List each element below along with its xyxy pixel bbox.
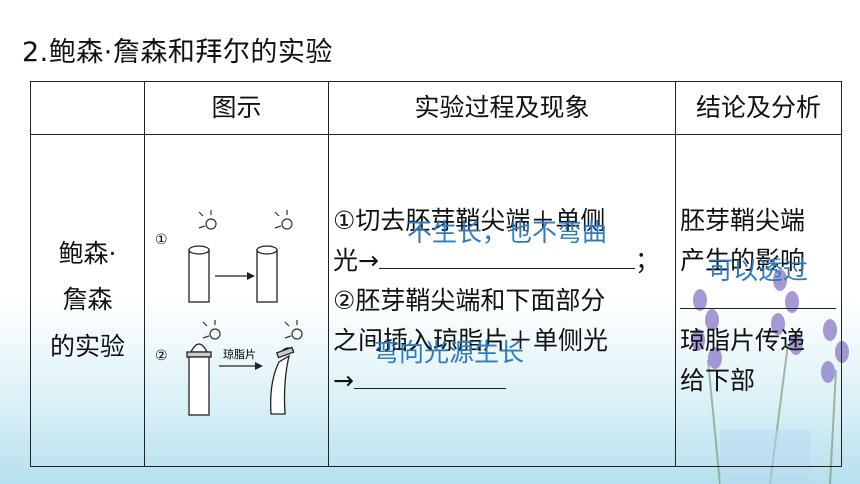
figure-cell: ① ② <box>144 134 329 467</box>
light-bulb-icon <box>202 319 221 340</box>
process-line-5: → 弯向光源生长 <box>333 340 675 401</box>
figure-mark-1: ① <box>155 232 168 248</box>
section-heading: 2.鲍森·詹森和拜尔的实验 <box>22 37 333 68</box>
light-bulb-icon <box>284 319 303 340</box>
process-line-3: ②胚芽鞘尖端和下面部分 <box>333 285 606 315</box>
conclusion-line-4: 琼脂片传递 <box>680 325 806 355</box>
conclusion-line-1: 胚芽鞘尖端 <box>680 205 806 235</box>
table-row: 鲍森· 詹森 的实验 ① <box>30 134 842 467</box>
answer-blank-3: 可以透过 <box>680 258 836 309</box>
answer-blank-1: 不生长，也不弯曲 <box>378 220 635 269</box>
agar-label: 琼脂片 <box>223 347 256 361</box>
answer-text-1: 不生长，也不弯曲 <box>406 217 607 247</box>
header-conclusion: 结论及分析 <box>675 81 842 135</box>
process-cell: ①切去胚芽鞘尖端＋单侧 光→ 不生长，也不弯曲 ； ②胚芽鞘尖端和下面部分 之间插入… <box>328 134 676 467</box>
coleoptile-with-agar <box>186 342 212 416</box>
conclusion-line-2: 产生的影响 <box>680 245 806 275</box>
answer-blank-2: 弯向光源生长 <box>353 340 524 389</box>
conclusion-cell: 胚芽鞘尖端 产生的影响 可以透过 琼脂片传递 给下部 <box>675 134 842 467</box>
answer-text-2: 弯向光源生长 <box>373 337 524 367</box>
experiment-table: 图示 实验过程及现象 结论及分析 鲍森· 詹森 的实验 ① <box>30 81 842 467</box>
name-line: 詹森 <box>62 285 113 315</box>
header-figure: 图示 <box>144 81 329 135</box>
header-process: 实验过程及现象 <box>328 81 676 135</box>
process-line-5-prefix: → <box>333 365 354 395</box>
cut-coleoptile-result <box>256 244 278 303</box>
process-line-2: 光→ 不生长，也不弯曲 ； <box>333 220 675 281</box>
experiment-name-cell: 鲍森· 詹森 的实验 <box>30 134 145 467</box>
figure-mark-2: ② <box>155 348 168 364</box>
process-line-4: 之间插入琼脂片＋单侧光 <box>333 325 609 355</box>
process-line-1: ①切去胚芽鞘尖端＋单侧 <box>333 205 606 235</box>
cut-coleoptile <box>188 244 210 303</box>
process-line-2-suffix: ； <box>634 245 660 275</box>
bent-coleoptile <box>270 346 295 415</box>
conclusion-line-5: 给下部 <box>680 365 756 395</box>
name-line: 鲍森· <box>58 239 117 269</box>
conclusion-line-3: 可以透过 <box>680 258 841 321</box>
table-header-row: 图示 实验过程及现象 结论及分析 <box>30 81 842 135</box>
light-bulb-icon <box>198 209 217 230</box>
light-bulb-icon <box>274 209 293 230</box>
experiment-diagram: ① ② <box>155 209 303 416</box>
name-line: 的实验 <box>49 331 125 361</box>
header-empty <box>30 81 145 135</box>
answer-text-3: 可以透过 <box>707 255 808 285</box>
process-line-2-prefix: 光→ <box>333 245 379 275</box>
